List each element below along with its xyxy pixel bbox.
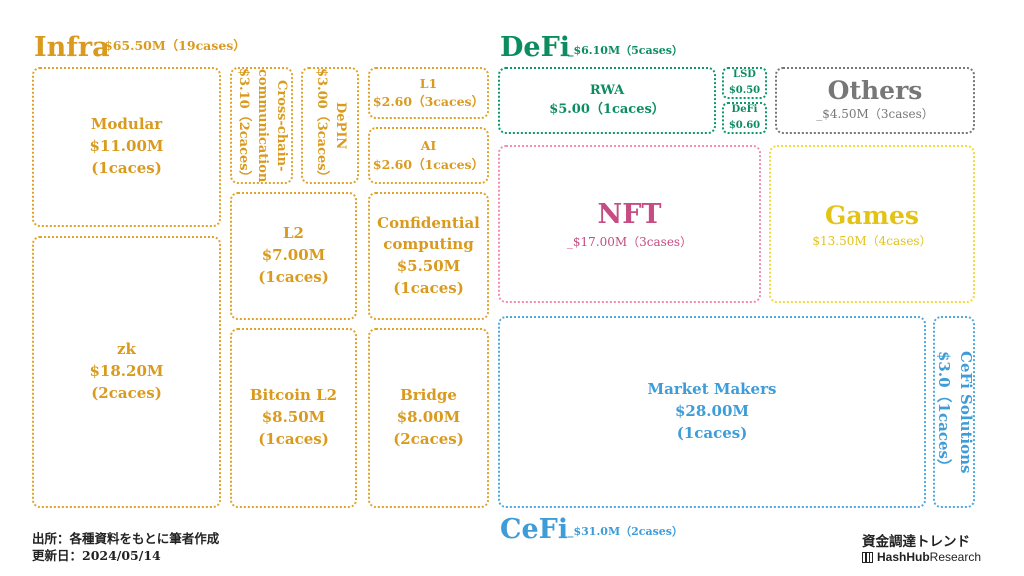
update-date: 更新日：2024/05/14: [32, 547, 161, 563]
infra-title: Infra: [34, 32, 110, 63]
cell-confidential-amount: $5.50M: [396, 257, 461, 275]
cell-cefi-solutions-label: CeFi Solutions: [956, 350, 975, 474]
games-title: Games: [825, 200, 919, 230]
nft-subtitle: _$17.00M（3cases）: [566, 235, 693, 250]
cefi-subtitle: _$31.0M（2cases）: [568, 525, 683, 538]
cell-rwa-amount: $5.00（1caces）: [549, 101, 665, 117]
cell-l1-label: L1: [419, 75, 438, 91]
cell-depin-amount: $3.00（3caces）: [314, 67, 329, 184]
cell-bridge-cases: (2caces): [393, 429, 464, 448]
cell-ai: AI $2.60（1caces）: [368, 127, 489, 184]
cell-confidential-label-2: computing: [383, 235, 474, 254]
cell-depin-label: DePIN: [332, 101, 348, 150]
cell-zk-cases: (2caces): [91, 383, 162, 402]
games-subtitle: $13.50M（4cases）: [812, 233, 932, 248]
cell-market-makers-cases: (1caces): [676, 423, 748, 442]
cell-market-makers-amount: $28.00M: [674, 402, 749, 421]
cell-confidential-cases: (1caces): [393, 278, 464, 297]
cell-zk: zk $18.20M (2caces): [32, 236, 221, 508]
others-subtitle: _$4.50M（3cases）: [816, 107, 934, 122]
source-note: 出所：各種資料をもとに筆者作成: [32, 531, 220, 546]
cell-modular: Modular $11.00M (1caces): [32, 67, 221, 227]
cell-l1: L1 $2.60（3caces）: [368, 67, 489, 119]
cell-l1-amount: $2.60（3caces）: [372, 94, 485, 109]
cell-modular-amount: $11.00M: [89, 137, 164, 156]
cell-bridge: Bridge $8.00M (2caces): [368, 328, 489, 508]
infra-subtitle: $65.50M（19cases）: [104, 38, 246, 53]
cell-cross-chain-label-2: communication: [254, 68, 270, 183]
cell-cefi-solutions: CeFi Solutions $3.0（1caces）: [933, 316, 975, 508]
defi-title: DeFi: [500, 32, 571, 63]
cell-bridge-amount: $8.00M: [396, 408, 461, 427]
cell-bitcoin-l2: Bitcoin L2 $8.50M (1caces): [230, 328, 357, 508]
cell-games: Games $13.50M（4cases）: [769, 145, 975, 303]
footer-notes: 出所：各種資料をもとに筆者作成 更新日：2024/05/14: [32, 531, 219, 565]
hashhub-logo: HashHubResearch: [862, 550, 981, 564]
cell-cross-chain: Cross-chain- communication $3.10（2caces）: [230, 67, 293, 184]
cell-confidential-label-1: Confidential: [377, 213, 480, 232]
cell-cefi-solutions-amount: $3.0（1caces）: [935, 350, 953, 474]
cell-l2-amount: $7.00M: [261, 246, 326, 265]
cell-rwa: RWA $5.00（1caces）: [498, 67, 716, 134]
cell-confidential-computing: Confidential computing $5.50M (1caces): [368, 192, 489, 320]
cell-defi-sub-amount: $0.60: [728, 120, 761, 131]
cell-ai-amount: $2.60（1caces）: [372, 156, 485, 172]
others-title: Others: [827, 76, 923, 106]
cefi-title: CeFi: [500, 514, 569, 545]
cell-lsd-label: LSD: [733, 69, 756, 80]
cell-cross-chain-label-1: Cross-chain-: [273, 79, 289, 172]
cell-market-makers: Market Makers $28.00M (1caces): [498, 316, 926, 508]
cell-bitcoin-l2-amount: $8.50M: [261, 408, 326, 427]
defi-subtitle: _$6.10M（5cases）: [568, 44, 683, 57]
cell-rwa-label: RWA: [589, 82, 625, 98]
logo-bold: HashHub: [877, 550, 930, 564]
cell-l2-label: L2: [283, 224, 304, 243]
brand-title: 資金調達トレンド: [862, 534, 970, 550]
cell-bitcoin-l2-cases: (1caces): [258, 429, 329, 448]
cell-modular-label: Modular: [90, 115, 163, 134]
cell-ai-label: AI: [420, 138, 437, 154]
logo-light: Research: [929, 550, 982, 564]
cell-bridge-label: Bridge: [400, 386, 457, 405]
cell-depin: DePIN $3.00（3caces）: [301, 67, 359, 184]
cell-nft: NFT _$17.00M（3cases）: [498, 145, 761, 303]
cell-l2-cases: (1caces): [258, 267, 329, 286]
cell-zk-amount: $18.20M: [89, 362, 164, 381]
cell-lsd: LSD $0.50: [722, 67, 767, 99]
cell-bitcoin-l2-label: Bitcoin L2: [249, 386, 338, 405]
cell-defi-sub: DeFi $0.60: [722, 102, 767, 134]
cell-lsd-amount: $0.50: [728, 85, 761, 96]
cell-market-makers-label: Market Makers: [647, 380, 777, 399]
cell-zk-label: zk: [117, 340, 136, 359]
cell-defi-sub-label: DeFi: [731, 104, 758, 115]
hashhub-logo-icon: [862, 551, 873, 563]
cell-others: Others _$4.50M（3cases）: [775, 67, 975, 134]
cell-modular-cases: (1caces): [91, 158, 162, 177]
cell-cross-chain-amount: $3.10（2caces）: [236, 67, 252, 184]
nft-title: NFT: [597, 199, 662, 231]
cell-l2: L2 $7.00M (1caces): [230, 192, 357, 320]
